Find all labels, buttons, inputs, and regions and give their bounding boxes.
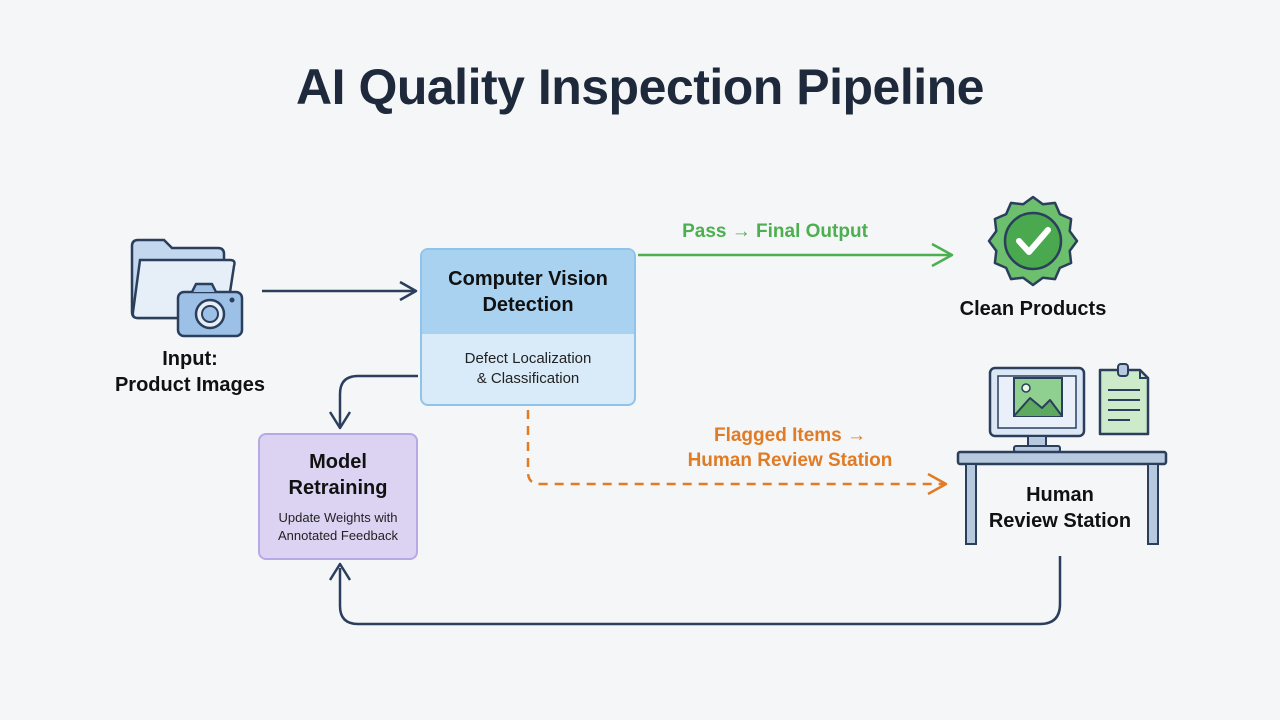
folder-camera-icon (130, 238, 244, 338)
cv-title-line1: Computer Vision (448, 268, 608, 290)
flag-label: Flagged Items → Human Review Station (640, 423, 940, 473)
badge-check-icon (987, 195, 1079, 287)
clean-products-label: Clean Products (959, 298, 1107, 320)
retrain-sub-line1: Update Weights with (278, 509, 398, 525)
retrain-title-line1: Model (309, 450, 367, 473)
input-label-line2: Product Images (114, 374, 266, 396)
cv-detection-subtitle: Defect Localization & Classification (422, 334, 634, 404)
flag-label-line1: Flagged Items → (713, 425, 867, 446)
review-label-line1: Human (1026, 484, 1094, 506)
cv-sub-line2: & Classification (476, 370, 580, 387)
page-title: AI Quality Inspection Pipeline (296, 59, 984, 115)
review-desk-icon (956, 363, 1168, 545)
cv-to-retrain-arrow (328, 374, 418, 430)
flag-arrow (526, 410, 948, 496)
cv-title-line2: Detection (482, 294, 574, 316)
model-retraining-subtitle: Update Weights with Annotated Feedback (278, 509, 398, 545)
feedback-loop-arrow (328, 556, 1062, 626)
cv-detection-node: Computer Vision Detection Defect Localiz… (420, 248, 636, 406)
input-to-cv-arrow (262, 280, 418, 302)
model-retraining-node: Model Retraining Update Weights with Ann… (258, 433, 418, 560)
input-label-line1: Input: (162, 348, 218, 370)
cv-sub-line1: Defect Localization (464, 350, 592, 367)
review-label-line2: Review Station (988, 510, 1132, 532)
model-retraining-title: Model Retraining (289, 449, 388, 501)
pass-arrow (638, 242, 954, 268)
retrain-sub-line2: Annotated Feedback (278, 527, 398, 543)
retrain-title-line2: Retraining (288, 476, 388, 499)
input-label: Input: Product Images (90, 346, 290, 398)
flag-label-line2: Human Review Station (687, 450, 893, 471)
human-review-label: Human Review Station (960, 482, 1160, 534)
pass-label: Pass → Final Output (682, 221, 868, 242)
cv-detection-title: Computer Vision Detection (422, 250, 634, 334)
